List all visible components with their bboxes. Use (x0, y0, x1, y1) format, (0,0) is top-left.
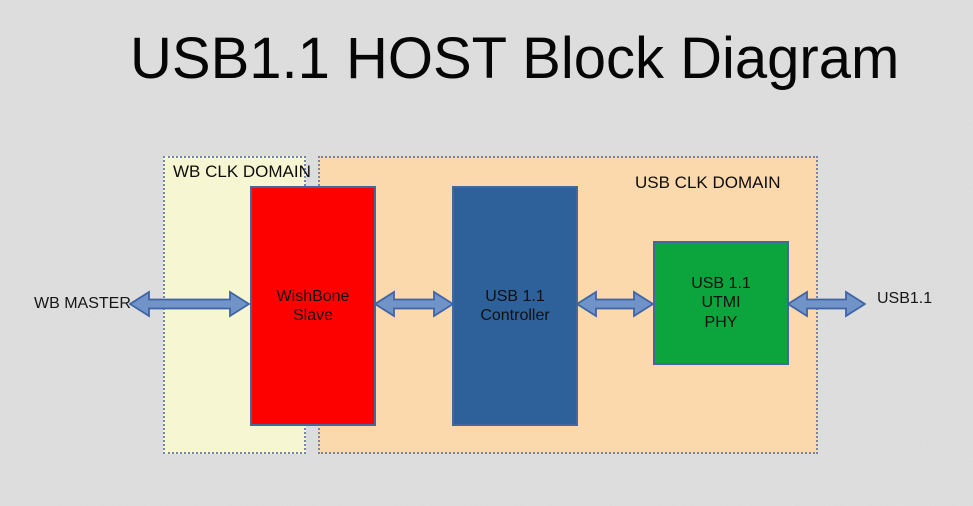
utmi-phy-label: USB 1.1 UTMI PHY (691, 275, 751, 331)
arrow-usb-controller-to-utmi-phy (576, 290, 654, 318)
block-usb-controller: USB 1.1 Controller (452, 186, 578, 426)
arrow-wb-master-to-wishbone-slave (129, 290, 250, 318)
block-wishbone-slave: WishBone Slave (250, 186, 376, 426)
arrow-utmi-phy-to-usb11 (787, 290, 866, 318)
usb11-port-label: USB1.1 (877, 290, 933, 307)
block-utmi-phy: USB 1.1 UTMI PHY (653, 241, 789, 365)
wb-master-label: WB MASTER (34, 295, 131, 312)
wb-clk-domain-label: WB CLK DOMAIN (173, 162, 311, 181)
page-title: USB1.1 HOST Block Diagram (130, 26, 900, 91)
wishbone-slave-label: WishBone Slave (276, 287, 350, 324)
arrow-wishbone-slave-to-usb-controller (374, 290, 454, 318)
usb-controller-label: USB 1.1 Controller (480, 287, 550, 324)
usb-clk-domain-label: USB CLK DOMAIN (635, 173, 781, 192)
